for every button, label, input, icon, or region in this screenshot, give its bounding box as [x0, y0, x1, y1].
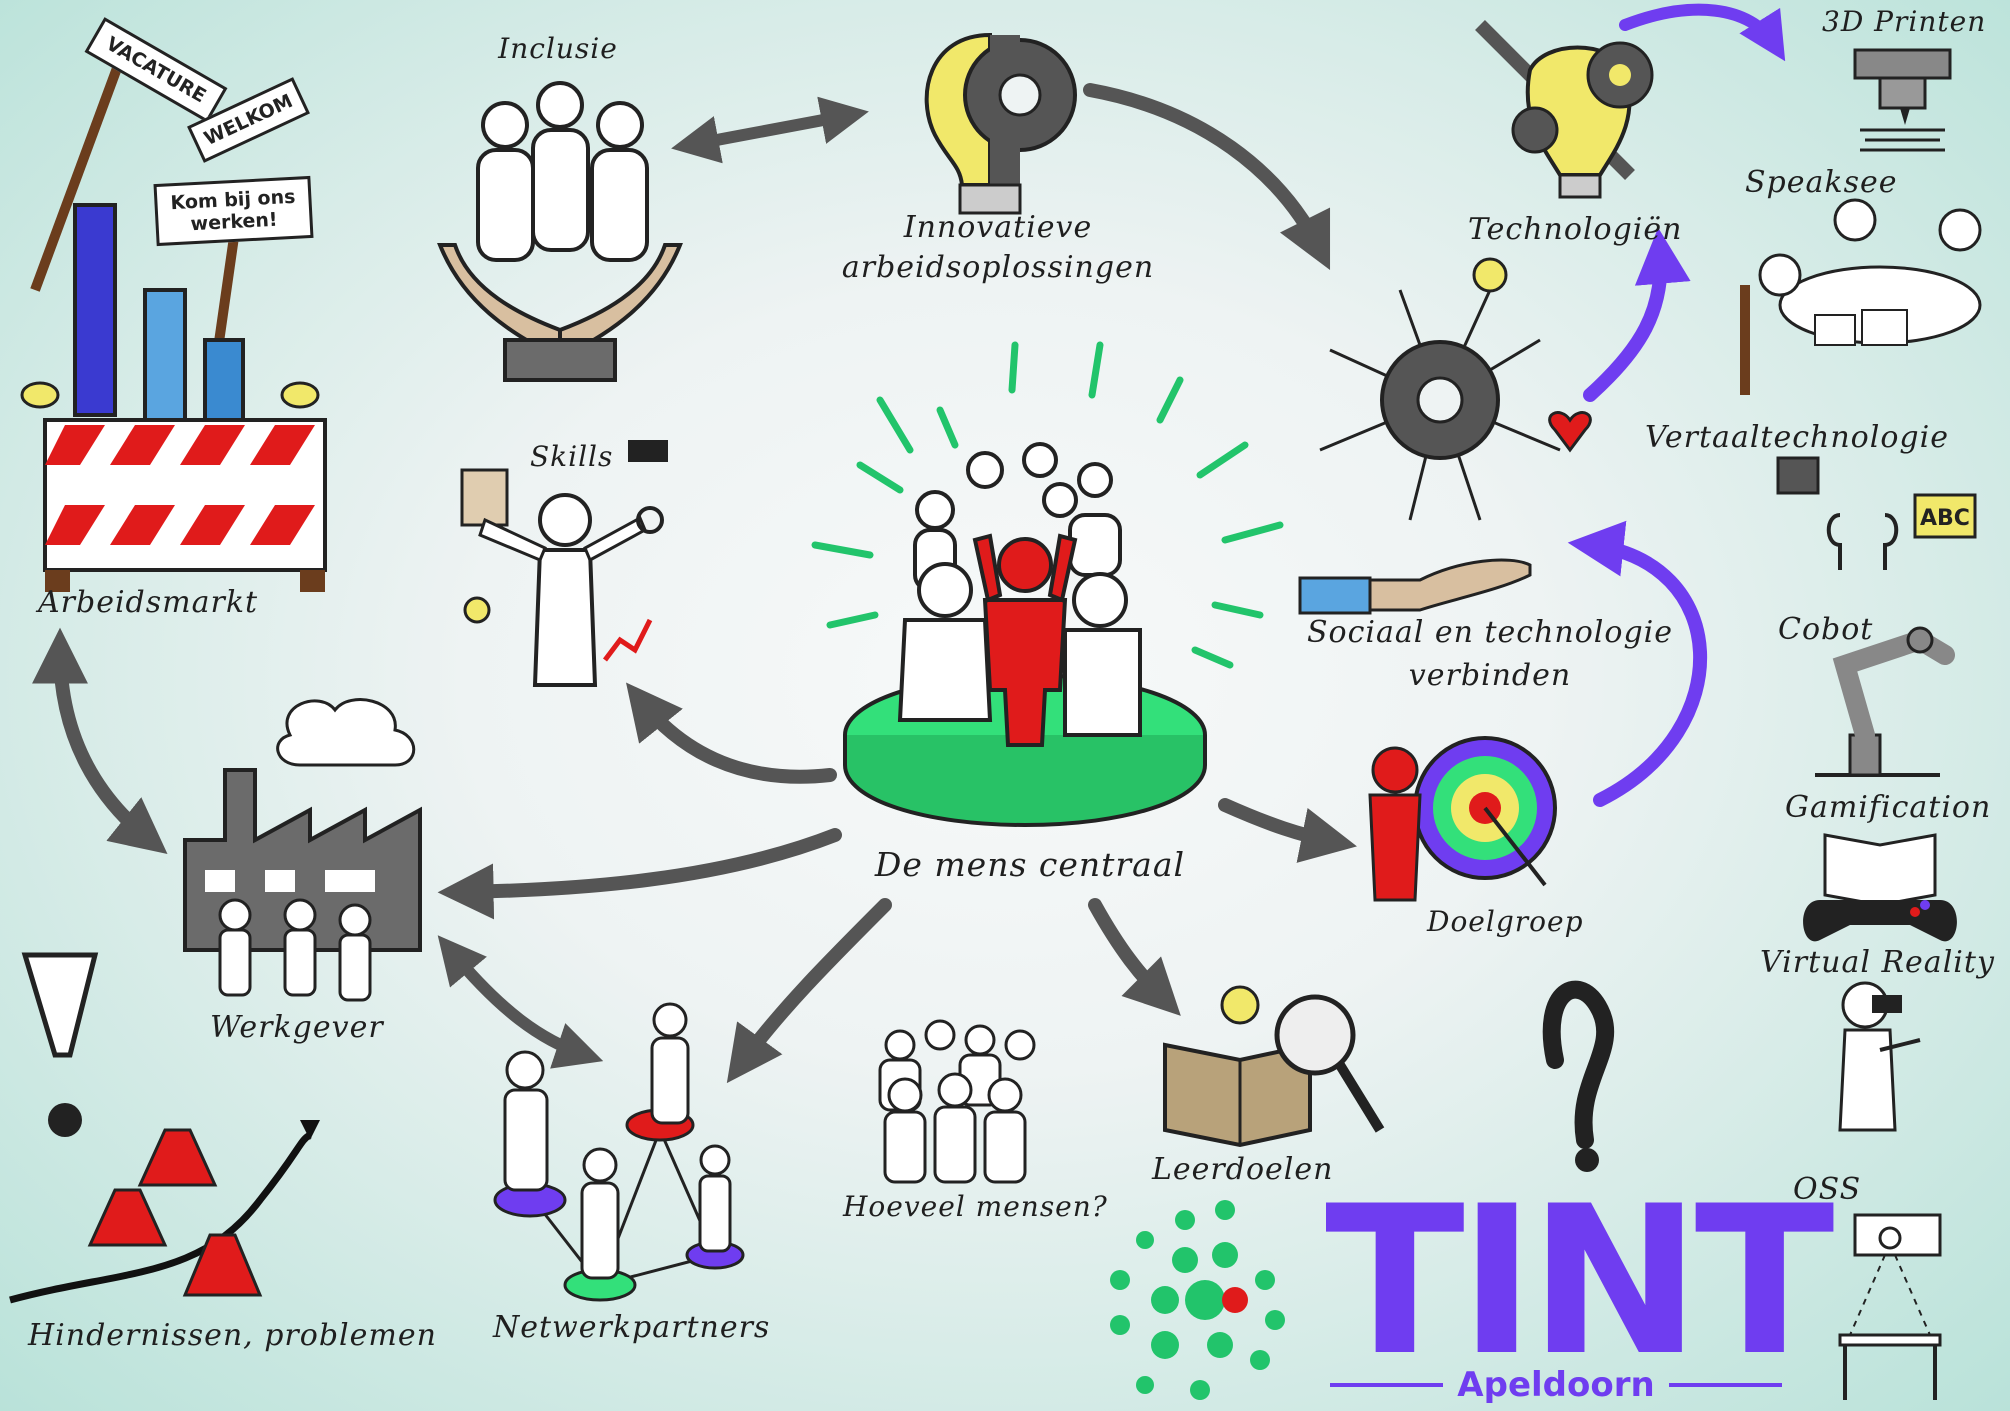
arrow-center-to-skills: [626, 682, 837, 784]
question-mark-icon: [1542, 980, 1615, 1172]
oss-projector-icon: [1838, 1213, 1942, 1400]
arrow-center-to-werkgever: [437, 828, 842, 920]
skills-label: Skills: [530, 440, 614, 473]
virtual-reality-icon: [1838, 981, 1921, 1132]
arrow-center-to-leerdoelen: [1088, 898, 1181, 1016]
logo-rule-left: [1330, 1383, 1444, 1387]
tint-logo-text: TINT: [1325, 1163, 1835, 1401]
doelgroep-label: Doelgroep: [1427, 905, 1584, 938]
sign-kom-bij-ons: Kom bij ons werken!: [153, 175, 314, 247]
technologien-icon: [1475, 20, 1654, 199]
arrow-center-to-doelgroep: [1218, 798, 1357, 863]
gamification-icon: [1803, 833, 1957, 942]
werkgever-factory-icon: [183, 698, 422, 1002]
logo-city: Apeldoorn: [1457, 1365, 1655, 1405]
netwerkpartners-icon: [493, 1002, 745, 1302]
arbeidsmarkt-label: Arbeidsmarkt: [38, 585, 259, 620]
inclusie-label: Inclusie: [498, 32, 618, 65]
vertaaltechnologie-icon: ABC: [1776, 456, 1977, 570]
technologien-label: Technologiën: [1468, 212, 1683, 247]
arbeidsmarkt-icon: [20, 58, 327, 592]
burst-rays: [811, 341, 1284, 669]
werkgever-label: Werkgever: [210, 1010, 384, 1045]
logo-rule-right: [1668, 1383, 1782, 1387]
tech-speaksee-label: Speaksee: [1745, 165, 1898, 200]
arrow-sociaal-to-technologien: [1583, 227, 1691, 402]
sociaal-label-line1: Sociaal en technologie: [1306, 615, 1674, 650]
innovatieve-label-line1: Innovatieve: [903, 210, 1093, 245]
skills-icon: [460, 440, 668, 687]
cobot-icon: [1815, 626, 1955, 777]
leerdoelen-label: Leerdoelen: [1152, 1152, 1334, 1187]
center-label: De mens centraal: [874, 845, 1186, 884]
abc-badge: ABC: [1920, 506, 1970, 531]
bulb-gear-icon: [924, 32, 1077, 215]
sociaal-gear-icon: [1298, 257, 1592, 615]
arrow-doelgroep-to-sociaal: [1567, 520, 1707, 807]
netwerkpartners-label: Netwerkpartners: [493, 1310, 771, 1345]
arrow-center-to-netwerk: [726, 898, 892, 1084]
arrow-innovatie-to-sociaal: [1083, 83, 1331, 271]
innovatieve-label-line2: arbeidsoplossingen: [841, 250, 1155, 285]
doelgroep-icon: [1368, 736, 1557, 902]
tech-virtual-reality-label: Virtual Reality: [1760, 945, 1995, 980]
red-hero-figure: [972, 533, 1078, 747]
tech-3d-printen-label: 3D Printen: [1822, 5, 1987, 38]
speaksee-icon: [1740, 198, 1982, 395]
tint-logo-subtitle: Apeldoorn: [1330, 1365, 1782, 1405]
crowd-icon: [878, 1019, 1036, 1184]
3d-printer-icon: [1853, 48, 1952, 152]
center-illustration: [811, 341, 1284, 828]
tech-vertaaltechnologie-label: Vertaaltechnologie: [1645, 420, 1949, 455]
tech-gamification-label: Gamification: [1785, 790, 1992, 825]
connector-arrows: [32, 3, 1786, 1084]
crowd-figures: [897, 442, 1142, 737]
inclusie-icon: [437, 81, 683, 382]
tech-oss-label: OSS: [1793, 1172, 1862, 1207]
tech-cobot-label: Cobot: [1778, 612, 1874, 647]
hindernissen-label: Hindernissen, problemen: [28, 1318, 437, 1353]
leerdoelen-icon: [1163, 985, 1385, 1148]
tint-logo-dots: [1110, 1200, 1285, 1400]
arrow-werkgever-netwerk: [437, 935, 604, 1069]
arrow-arbeidsmarkt-werkgever: [32, 627, 168, 854]
arrow-inclusie-innovatie: [671, 96, 869, 164]
hoeveel-label: Hoeveel mensen?: [843, 1190, 1108, 1223]
sociaal-label-line2: verbinden: [1408, 658, 1572, 693]
hindernissen-icon: [9, 952, 320, 1304]
arrow-technologien-to-3d: [1619, 3, 1786, 62]
